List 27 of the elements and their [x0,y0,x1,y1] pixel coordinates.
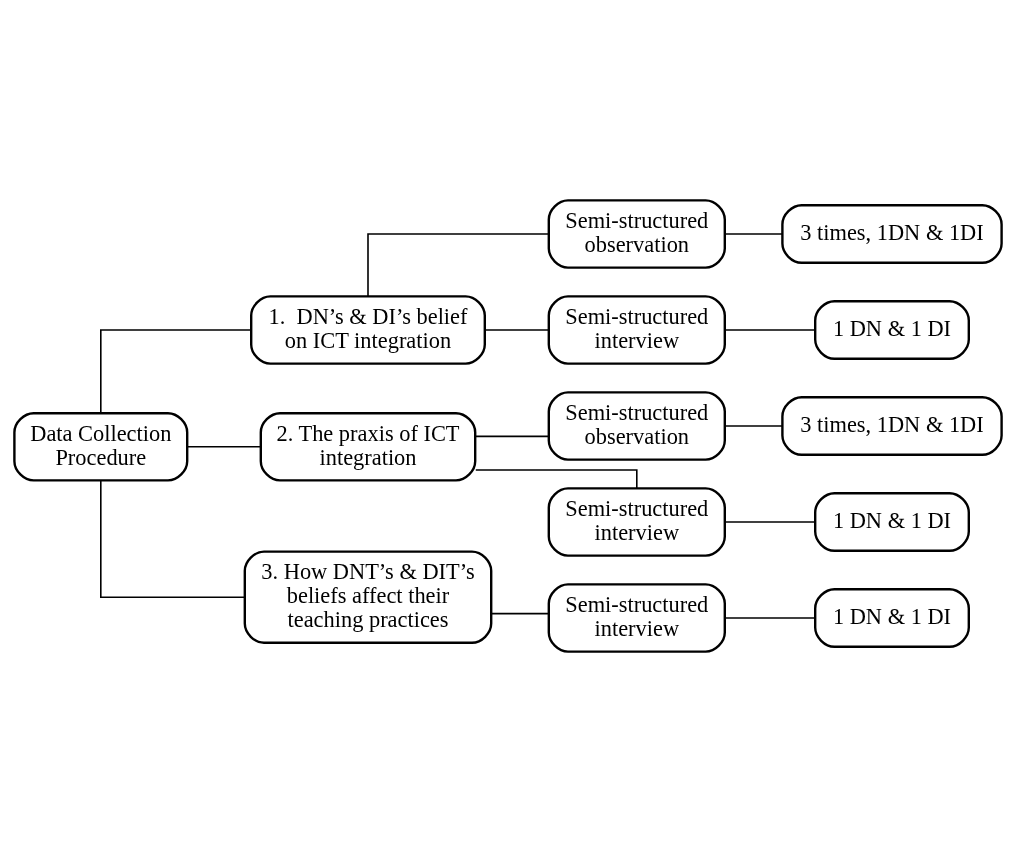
node-box: Semi-structured interview [547,583,726,653]
node-box: 3 times, 1DN & 1DI [781,396,1003,456]
connector [724,521,816,523]
connector [724,329,816,331]
connector [490,612,550,615]
node-box: Semi-structured observation [547,199,726,269]
connector [724,617,816,619]
connector [100,480,246,598]
node-box: Data Collection Procedure [13,412,189,482]
node-box: 1 DN & 1 DI [814,492,970,552]
connector [100,329,252,414]
connector [367,233,550,297]
connector [724,425,783,427]
node-box: 3. How DNT’s & DIT’s beliefs affect their teaching practices [243,550,493,644]
node-box: Semi-structured observation [547,391,726,461]
node-box: Semi-structured interview [547,295,726,365]
node-box: 1. DN’s & DI’s belief on ICT integration [250,295,486,365]
node-box: 1 DN & 1 DI [814,588,970,648]
connector [724,233,783,235]
node-box: 3 times, 1DN & 1DI [781,204,1003,264]
node-box: 1 DN & 1 DI [814,300,970,360]
node-box: Semi-structured interview [547,487,726,557]
connector [484,329,550,331]
connector [474,469,638,489]
node-box: 2. The praxis of ICT integration [259,412,477,482]
connector [474,435,550,438]
connector [186,446,262,448]
